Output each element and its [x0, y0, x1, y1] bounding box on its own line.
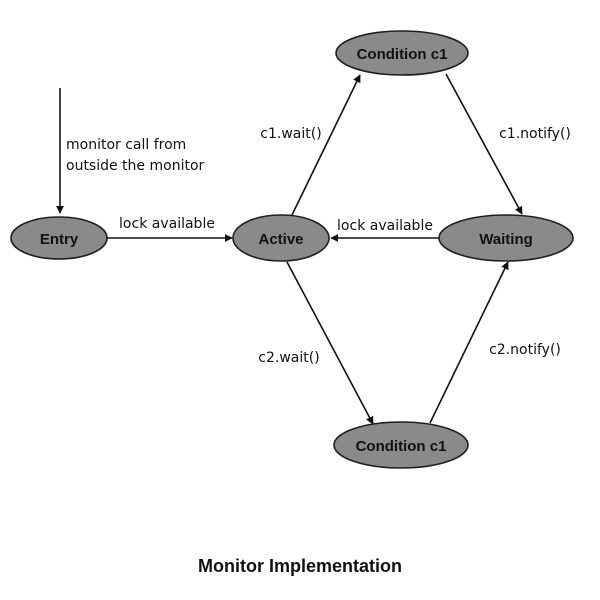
node-active-shape [232, 214, 330, 262]
node-condition-bottom-label: Condition c1 [356, 438, 447, 455]
diagram-title: Monitor Implementation [198, 556, 402, 576]
node-active-label: Active [258, 231, 303, 248]
label-condition-bottom-to-waiting: c2.notify() [489, 342, 561, 358]
edge-active-to-condition-bottom [286, 261, 374, 425]
node-active: Active [232, 214, 330, 262]
node-waiting: Waiting [438, 214, 574, 262]
node-entry-shape [10, 216, 108, 260]
label-entry-to-active: lock available [119, 216, 215, 232]
label-condition-top-to-waiting: c1.notify() [499, 126, 571, 142]
label-active-to-condition-top: c1.wait() [260, 126, 321, 142]
node-waiting-label: Waiting [479, 231, 533, 248]
edge-condition-top-to-waiting [445, 73, 523, 215]
label-external-call-line1: monitor call from [66, 137, 186, 153]
node-entry: Entry [10, 216, 108, 260]
node-waiting-shape [438, 214, 574, 262]
node-entry-label: Entry [40, 231, 79, 248]
edge-condition-bottom-to-waiting [429, 261, 509, 424]
node-condition-bottom-shape [333, 421, 469, 469]
node-condition-bottom: Condition c1 [333, 421, 469, 469]
label-active-to-condition-bottom: c2.wait() [258, 350, 319, 366]
label-waiting-to-active: lock available [337, 218, 433, 234]
label-external-call-line2: outside the monitor [66, 158, 205, 174]
node-condition-top: Condition c1 [335, 30, 469, 76]
node-condition-top-label: Condition c1 [357, 46, 448, 63]
edge-active-to-condition-top [291, 74, 361, 216]
node-condition-top-shape [335, 30, 469, 76]
